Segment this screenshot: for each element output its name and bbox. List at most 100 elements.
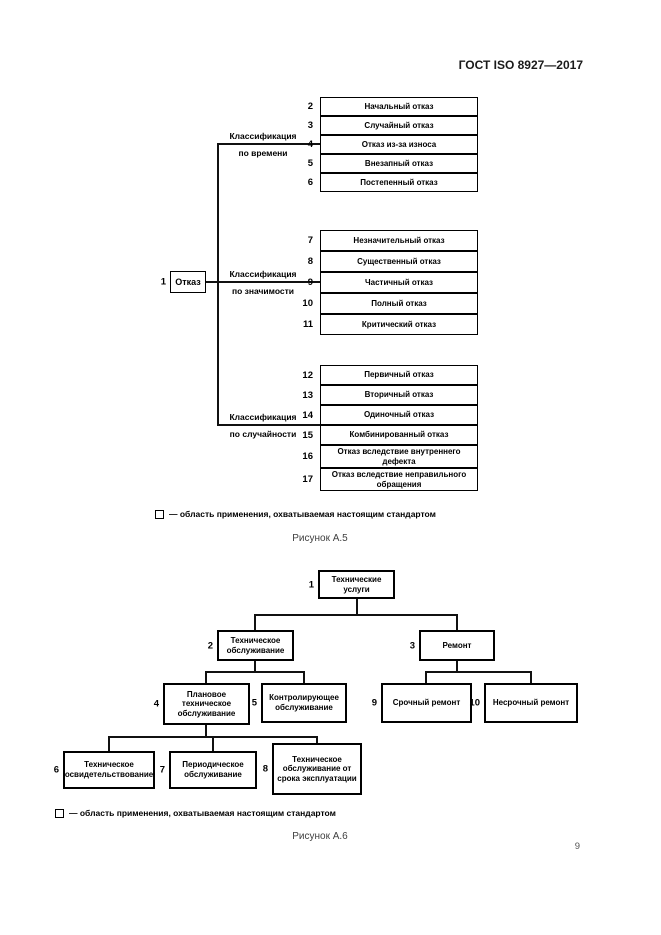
a5-root-number: 1 (160, 276, 166, 288)
classification-row: 13 Вторичный отказ (296, 385, 478, 405)
item-number: 10 (302, 298, 313, 309)
document-header: ГОСТ ISO 8927—2017 (458, 58, 583, 72)
failure-type-box: Отказ вследствие неправильного обращения (320, 468, 478, 491)
node-number: 10 (469, 697, 480, 709)
failure-type-box: Отказ вследствие внутреннего дефекта (320, 445, 478, 468)
item-number: 5 (307, 158, 313, 169)
a5-group-randomness: 12 Первичный отказ 13 Вторичный отказ 14… (296, 365, 478, 491)
item-number: 16 (302, 451, 313, 462)
a5-branch-significance-line (217, 281, 321, 283)
node-number: 2 (207, 640, 213, 651)
node-box: Техническое освидетельствование (63, 751, 155, 789)
a6-line (254, 614, 458, 616)
failure-type-box: Постепенный отказ (320, 173, 478, 192)
a6-node-repair: 3 Ремонт (410, 630, 495, 661)
a5-root-box: 1 Отказ (161, 271, 206, 293)
a6-line (456, 660, 458, 673)
node-number: 7 (159, 764, 165, 776)
node-number: 3 (409, 640, 415, 651)
node-box: Контролирующее обслуживание (261, 683, 347, 723)
a6-node-nonurgent-repair: 10 Несрочный ремонт (469, 683, 578, 723)
item-number: 9 (307, 277, 313, 288)
a5-branch-randomness-line (217, 424, 321, 426)
a6-node-planned-maintenance: 4 Плановое техническое обслуживание (154, 683, 250, 725)
a6-node-technical-services: 1 Технические услуги (309, 570, 395, 599)
failure-type-box: Незначительный отказ (320, 230, 478, 251)
a5-legend-text: — область применения, охватываемая насто… (169, 509, 436, 519)
classification-row: 14 Одиночный отказ (296, 405, 478, 425)
node-box: Технические услуги (318, 570, 395, 599)
failure-type-box: Частичный отказ (320, 272, 478, 293)
classification-row: 4 Отказ из-за износа (296, 135, 478, 154)
item-number: 13 (302, 389, 313, 401)
node-number: 6 (53, 764, 59, 776)
item-number: 8 (307, 256, 313, 267)
classification-row: 17 Отказ вследствие неправильного обраще… (296, 468, 478, 491)
a6-node-service-life-maintenance: 8 Техническое обслуживание от срока эксп… (263, 743, 362, 795)
node-number: 5 (251, 697, 257, 709)
a6-line (316, 736, 318, 744)
node-box: Техническое обслуживание (217, 630, 294, 661)
a5-branch-label-time-line1: Классификация (229, 131, 297, 141)
node-box: Плановое техническое обслуживание (163, 683, 250, 725)
a5-branch-label-randomness-line1: Классификация (229, 412, 297, 422)
a6-line (254, 660, 256, 673)
a6-node-technical-inspection: 6 Техническое освидетельствование (54, 751, 155, 789)
classification-row: 5 Внезапный отказ (296, 154, 478, 173)
a6-line (530, 671, 532, 683)
classification-row: 2 Начальный отказ (296, 97, 478, 116)
a6-line (108, 736, 110, 751)
a6-line (303, 671, 305, 683)
a6-caption: Рисунок А.6 (292, 831, 348, 842)
node-number: 4 (153, 698, 159, 710)
failure-type-box: Вторичный отказ (320, 385, 478, 405)
a5-branch-label-randomness-line2: по случайности (229, 429, 297, 439)
failure-type-box: Начальный отказ (320, 97, 478, 116)
classification-row: 8 Существенный отказ (296, 251, 478, 272)
failure-type-box: Комбинированный отказ (320, 425, 478, 445)
item-number: 2 (307, 101, 313, 112)
classification-row: 6 Постепенный отказ (296, 173, 478, 192)
node-box: Срочный ремонт (381, 683, 472, 723)
a6-line (212, 736, 214, 751)
classification-row: 15 Комбинированный отказ (296, 425, 478, 445)
a5-root-connector-line (205, 281, 219, 283)
item-number: 7 (307, 235, 313, 246)
item-number: 6 (307, 177, 313, 188)
item-number: 12 (302, 369, 313, 381)
a6-node-maintenance: 2 Техническое обслуживание (208, 630, 294, 661)
failure-type-box: Критический отказ (320, 314, 478, 335)
a6-node-urgent-repair: 9 Срочный ремонт (372, 683, 472, 723)
a6-line (254, 614, 256, 630)
a6-line (356, 598, 358, 615)
a5-trunk-line (217, 143, 219, 426)
a5-legend: — область применения, охватываемая насто… (155, 509, 436, 519)
failure-type-box: Одиночный отказ (320, 405, 478, 425)
classification-row: 11 Критический отказ (296, 314, 478, 335)
classification-row: 3 Случайный отказ (296, 116, 478, 135)
item-number: 17 (302, 474, 313, 485)
node-box: Несрочный ремонт (484, 683, 578, 723)
item-number: 3 (307, 120, 313, 131)
a6-node-monitoring-maintenance: 5 Контролирующее обслуживание (252, 683, 347, 723)
a6-node-periodic-maintenance: 7 Периодическое обслуживание (160, 751, 257, 789)
node-number: 9 (371, 697, 377, 709)
item-number: 15 (302, 429, 313, 441)
classification-row: 16 Отказ вследствие внутреннего дефекта (296, 445, 478, 468)
a5-group-significance: 7 Незначительный отказ 8 Существенный от… (296, 230, 478, 335)
classification-row: 7 Незначительный отказ (296, 230, 478, 251)
a5-branch-label-time-line2: по времени (238, 148, 288, 158)
a5-caption: Рисунок А.5 (292, 533, 348, 544)
node-box: Техническое обслуживание от срока эксплу… (272, 743, 362, 795)
a6-line (205, 671, 305, 673)
failure-type-box: Отказ из-за износа (320, 135, 478, 154)
a6-legend: — область применения, охватываемая насто… (55, 808, 336, 818)
a6-line (205, 724, 207, 738)
a5-root-label: Отказ (175, 277, 201, 287)
a6-line (425, 671, 427, 683)
a5-branch-time-line (217, 143, 321, 145)
item-number: 11 (302, 319, 313, 330)
failure-type-box: Полный отказ (320, 293, 478, 314)
a6-line (456, 614, 458, 630)
